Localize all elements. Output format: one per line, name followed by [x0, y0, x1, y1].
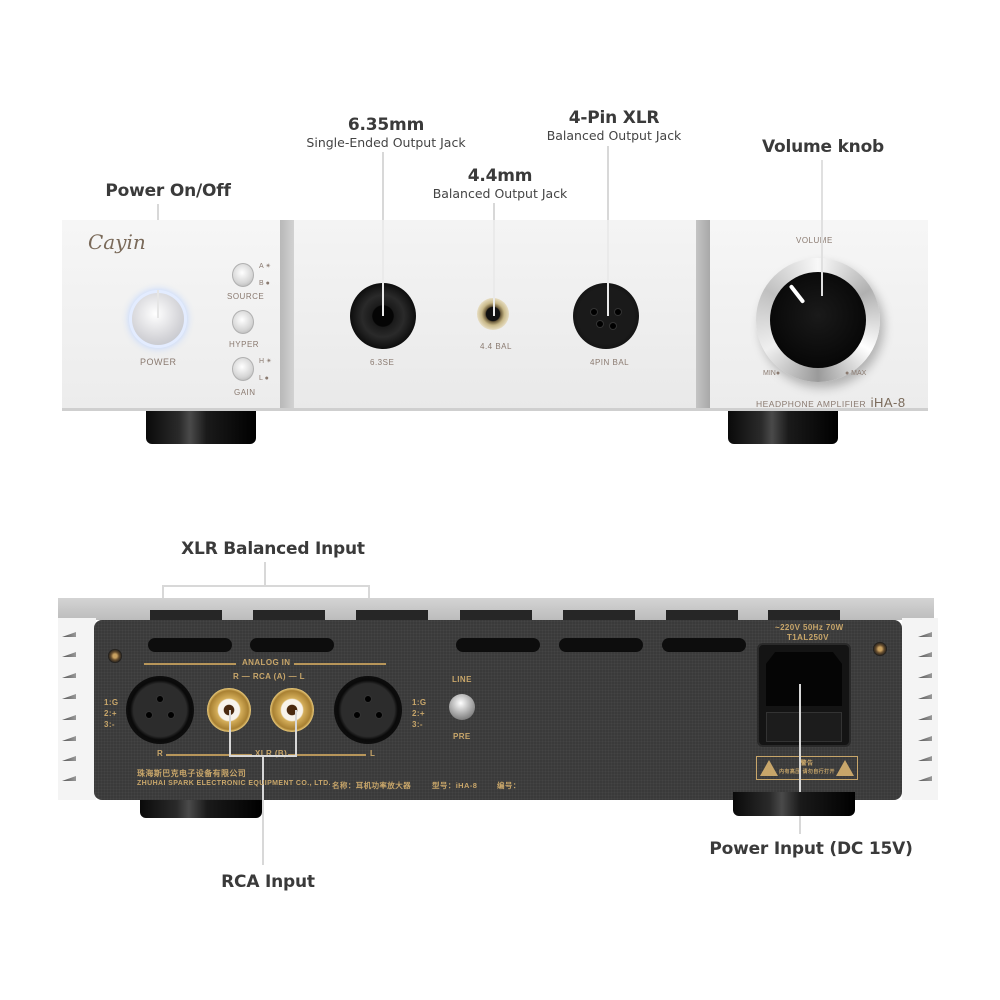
rca-input-left[interactable] — [270, 688, 314, 732]
xlr-pin — [597, 321, 603, 327]
jack-44-callout-title: 4.4mm — [467, 166, 533, 186]
rear-left-foot — [140, 800, 262, 818]
serial-field: 编号： — [497, 781, 521, 790]
jack-44-leader-line — [493, 220, 495, 316]
jack-44-callout-subtitle: Balanced Output Jack — [432, 186, 568, 201]
volume-label: VOLUME — [796, 236, 833, 245]
fuse-rating-label: T1AL250V — [787, 633, 829, 642]
source-b-indicator: B ● — [259, 280, 270, 287]
xlr-4pin-callout-subtitle: Balanced Output Jack — [546, 128, 682, 143]
front-right-foot — [728, 411, 838, 444]
warning-title: 警告 — [800, 761, 814, 767]
jack-635-callout-subtitle: Single-Ended Output Jack — [306, 135, 466, 150]
gain-low-indicator: L ● — [259, 375, 269, 382]
volume-callout-title: Volume knob — [761, 137, 885, 157]
xlr-4pin-port[interactable] — [573, 283, 639, 349]
vent-slot — [662, 638, 746, 652]
xlr-b-label: XLR (B) — [255, 749, 288, 758]
volume-leader-line — [821, 160, 823, 296]
warning-label: 警告 内有高压 请勿自行打开 — [756, 756, 858, 780]
rca-input-leader — [295, 710, 297, 756]
rca-a-label: R — RCA (A) — L — [233, 672, 305, 681]
power-input-leader — [799, 684, 801, 834]
company-name-en: ZHUHAI SPARK ELECTRONIC EQUIPMENT CO., L… — [137, 780, 331, 787]
power-callout-title: Power On/Off — [105, 181, 231, 201]
switch-pre-label: PRE — [453, 732, 471, 741]
rca-input-callout-title: RCA Input — [221, 872, 315, 892]
front-left-foot — [146, 411, 256, 444]
xlr-pin — [610, 323, 616, 329]
line-pre-toggle-switch[interactable] — [449, 694, 475, 720]
xlr-pin — [591, 309, 597, 315]
warning-text: 内有高压 请勿自行打开 — [779, 769, 835, 775]
source-label: SOURCE — [227, 292, 265, 301]
company-name-cn: 珠海斯巴克电子设备有限公司 — [137, 769, 247, 778]
jack-635-leader-line — [382, 220, 384, 316]
rear-right-foot — [733, 792, 855, 816]
front-panel-divider — [696, 220, 710, 410]
front-panel-bottom-edge — [62, 408, 928, 411]
model-plate: HEADPHONE AMPLIFIER iHA-8 — [756, 394, 906, 412]
gain-label: GAIN — [234, 388, 256, 397]
high-voltage-warning-icon — [760, 760, 778, 776]
gain-high-indicator: H ✴ — [259, 358, 272, 365]
iec-socket[interactable] — [766, 652, 842, 706]
xlr-pin — [615, 309, 621, 315]
xlr-4pin-leader-line — [607, 220, 609, 316]
xlr-4pin-callout-title: 4-Pin XLR — [568, 108, 660, 128]
power-input-callout-title: Power Input (DC 15V) — [709, 839, 913, 859]
left-channel-label: L — [370, 749, 376, 758]
volume-knob[interactable] — [770, 272, 866, 368]
model-field: 型号：iHA-8 — [432, 781, 478, 790]
rca-input-leader — [229, 710, 231, 756]
rear-heatsink-left — [58, 618, 96, 800]
vent-slot — [250, 638, 334, 652]
screw-icon — [873, 642, 887, 656]
source-button[interactable] — [232, 263, 254, 287]
power-label: POWER — [140, 357, 177, 367]
right-channel-label: R — [157, 749, 164, 758]
source-a-indicator: A ✴ — [259, 263, 272, 270]
switch-line-label: LINE — [452, 675, 472, 684]
jack-44-label: 4.4 BAL — [480, 342, 512, 351]
power-leader-line — [157, 290, 159, 318]
xlr-input-left[interactable] — [334, 676, 402, 744]
rca-input-leader — [262, 755, 264, 865]
vent-slot — [148, 638, 232, 652]
xlr-4pin-label: 4PIN BAL — [590, 358, 630, 367]
hyper-label: HYPER — [229, 340, 260, 349]
xlr-input-callout-title: XLR Balanced Input — [181, 539, 365, 559]
hyper-button[interactable] — [232, 310, 254, 334]
vent-slot — [456, 638, 540, 652]
volume-max-label: ● MAX — [845, 370, 867, 377]
rear-heatsink-right — [902, 618, 938, 800]
model-prefix: HEADPHONE AMPLIFIER — [756, 399, 867, 409]
screw-icon — [108, 649, 122, 663]
fuse-holder[interactable] — [766, 712, 842, 742]
vent-slot — [559, 638, 643, 652]
jack-635-callout-title: 6.35mm — [347, 115, 425, 135]
cayin-logo: Cayin — [88, 230, 146, 254]
gain-button[interactable] — [232, 357, 254, 381]
xlr-input-leader — [264, 562, 266, 586]
xlr-input-right[interactable] — [126, 676, 194, 744]
volume-min-label: MIN● — [763, 370, 781, 377]
power-rating-label: ~220V 50Hz 70W — [775, 623, 844, 632]
xlr-input-bracket — [162, 585, 370, 587]
caution-warning-icon — [835, 760, 854, 776]
product-name-field: 名称：耳机功率放大器 — [332, 781, 411, 790]
model-name: iHA-8 — [870, 395, 906, 410]
front-panel-divider — [280, 220, 294, 410]
jack-635-label: 6.3SE — [370, 358, 395, 367]
analog-in-label: ANALOG IN — [242, 658, 291, 667]
